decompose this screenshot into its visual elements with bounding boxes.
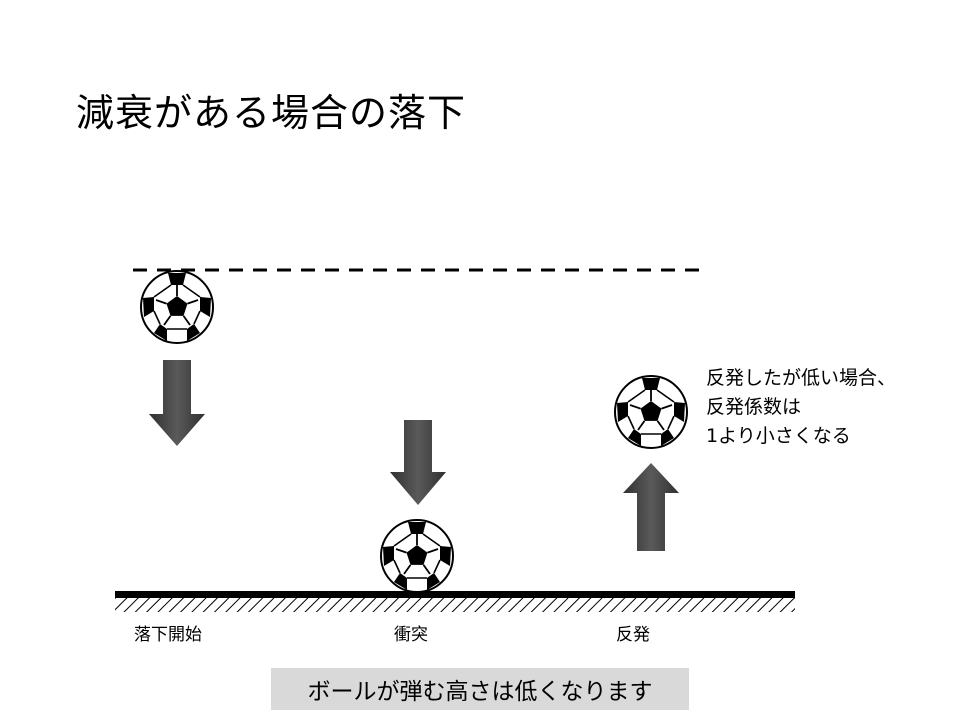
soccer-ball-rebound	[615, 376, 687, 448]
down-arrow-start	[149, 360, 205, 446]
restitution-note: 反発したが低い場合、 反発係数は 1より小さくなる	[706, 364, 896, 451]
stage-label-rebound: 反発	[616, 620, 650, 645]
note-line: 1より小さくなる	[706, 422, 896, 451]
up-arrow-rebound	[623, 463, 679, 551]
soccer-ball-impact	[381, 520, 453, 592]
note-line: 反発したが低い場合、	[706, 364, 896, 393]
soccer-ball-start	[141, 271, 213, 343]
ground	[115, 591, 795, 612]
stage-label-impact: 衝突	[394, 620, 428, 645]
caption-box: ボールが弾む高さは低くなります	[271, 668, 689, 710]
caption-text: ボールが弾む高さは低くなります	[308, 672, 653, 706]
down-arrow-impact	[390, 420, 446, 505]
stage-label-start: 落下開始	[134, 620, 202, 645]
note-line: 反発係数は	[706, 393, 896, 422]
